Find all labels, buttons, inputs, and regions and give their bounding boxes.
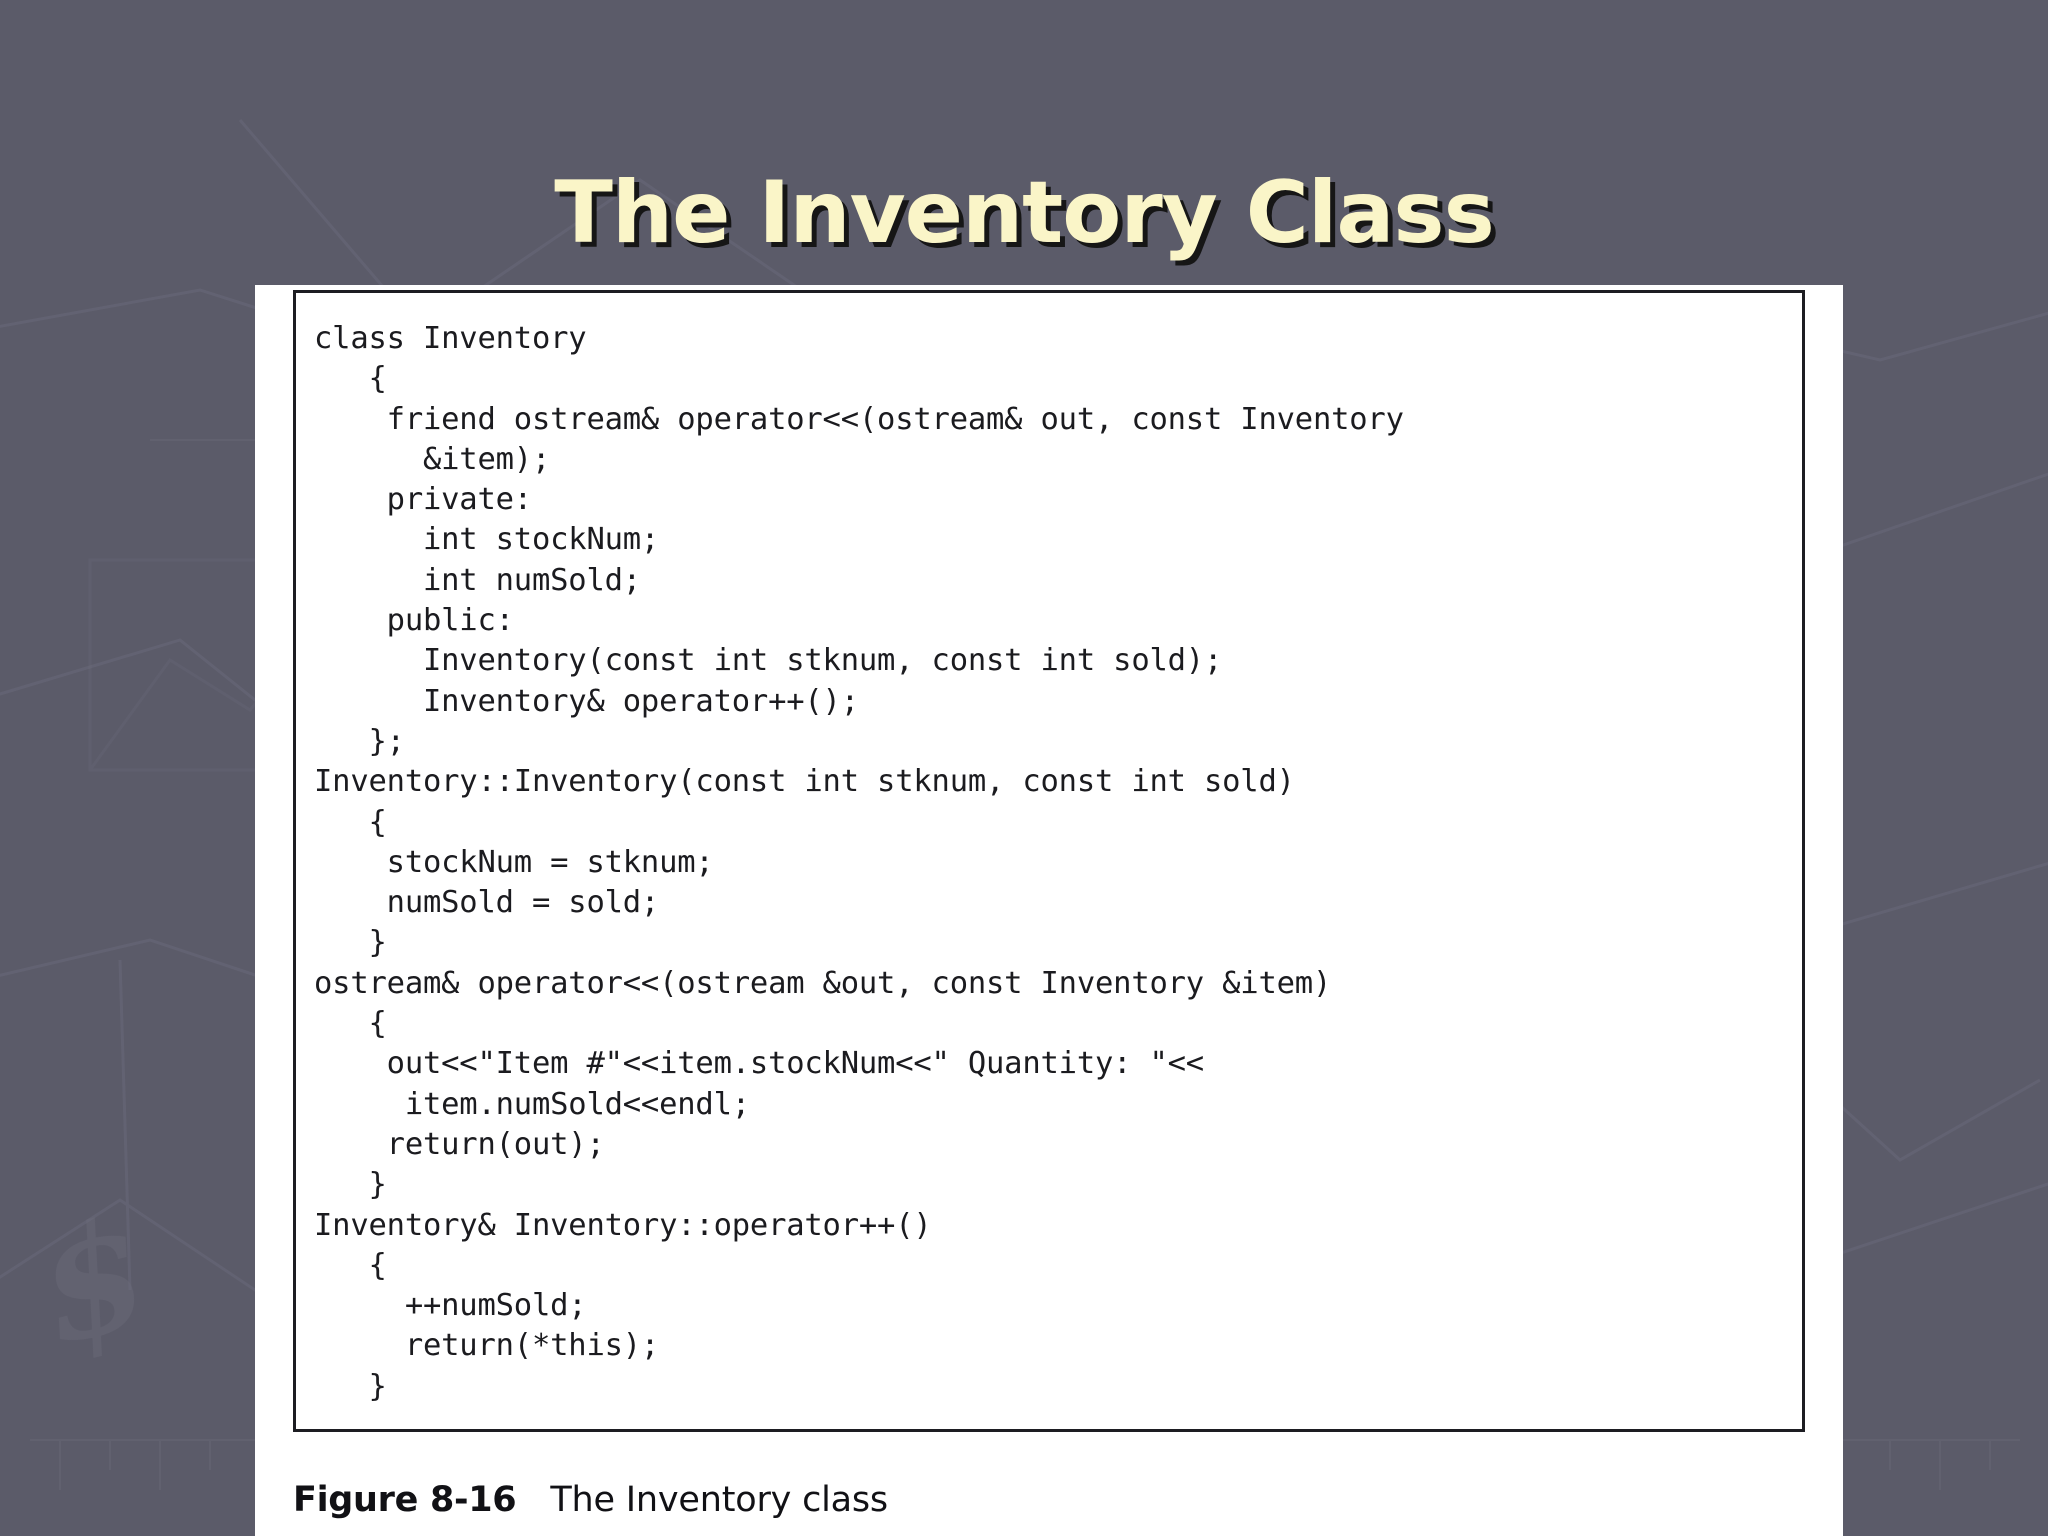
- code-line: ostream& operator<<(ostream &out, const …: [314, 965, 1332, 1001]
- svg-text:$: $: [21, 1184, 165, 1380]
- code-listing-box: class Inventory { friend ostream& operat…: [293, 290, 1805, 1432]
- code-line: Inventory& operator++();: [314, 683, 859, 719]
- code-line: out<<"Item #"<<item.stockNum<<" Quantity…: [314, 1046, 1205, 1082]
- code-line: &item);: [314, 441, 551, 477]
- slide-title-container: The Inventory Class: [0, 112, 2048, 313]
- code-line: {: [314, 361, 387, 397]
- figure-panel: class Inventory { friend ostream& operat…: [255, 285, 1843, 1536]
- code-line: class Inventory: [314, 321, 587, 356]
- code-line: {: [314, 1006, 387, 1042]
- code-line: };: [314, 723, 405, 759]
- code-line: return(out);: [314, 1126, 605, 1162]
- code-line: numSold = sold;: [314, 885, 660, 921]
- code-line: friend ostream& operator<<(ostream& out,…: [314, 401, 1404, 437]
- code-line: private:: [314, 482, 533, 518]
- code-line: {: [314, 804, 387, 840]
- code-line: {: [314, 1247, 387, 1283]
- figure-caption-label: Figure 8-16: [293, 1480, 517, 1520]
- code-line: int stockNum;: [314, 522, 660, 558]
- code-line: stockNum = stknum;: [314, 844, 714, 880]
- page-title: The Inventory Class: [554, 162, 1495, 263]
- code-line: }: [314, 1368, 387, 1404]
- code-line: }: [314, 925, 387, 961]
- code-line: }: [314, 1167, 387, 1203]
- code-line: Inventory(const int stknum, const int so…: [314, 643, 1223, 679]
- code-line: return(*this);: [314, 1328, 660, 1364]
- code-listing: class Inventory { friend ostream& operat…: [296, 293, 1802, 1407]
- code-line: public:: [314, 603, 514, 639]
- code-line: int numSold;: [314, 562, 641, 598]
- figure-caption: Figure 8-16 The Inventory class: [293, 1480, 888, 1520]
- code-line: Inventory::Inventory(const int stknum, c…: [314, 764, 1295, 800]
- figure-caption-text: The Inventory class: [550, 1480, 888, 1520]
- code-line: ++numSold;: [314, 1288, 587, 1324]
- code-line: item.numSold<<endl;: [314, 1086, 750, 1122]
- code-line: Inventory& Inventory::operator++(): [314, 1207, 932, 1243]
